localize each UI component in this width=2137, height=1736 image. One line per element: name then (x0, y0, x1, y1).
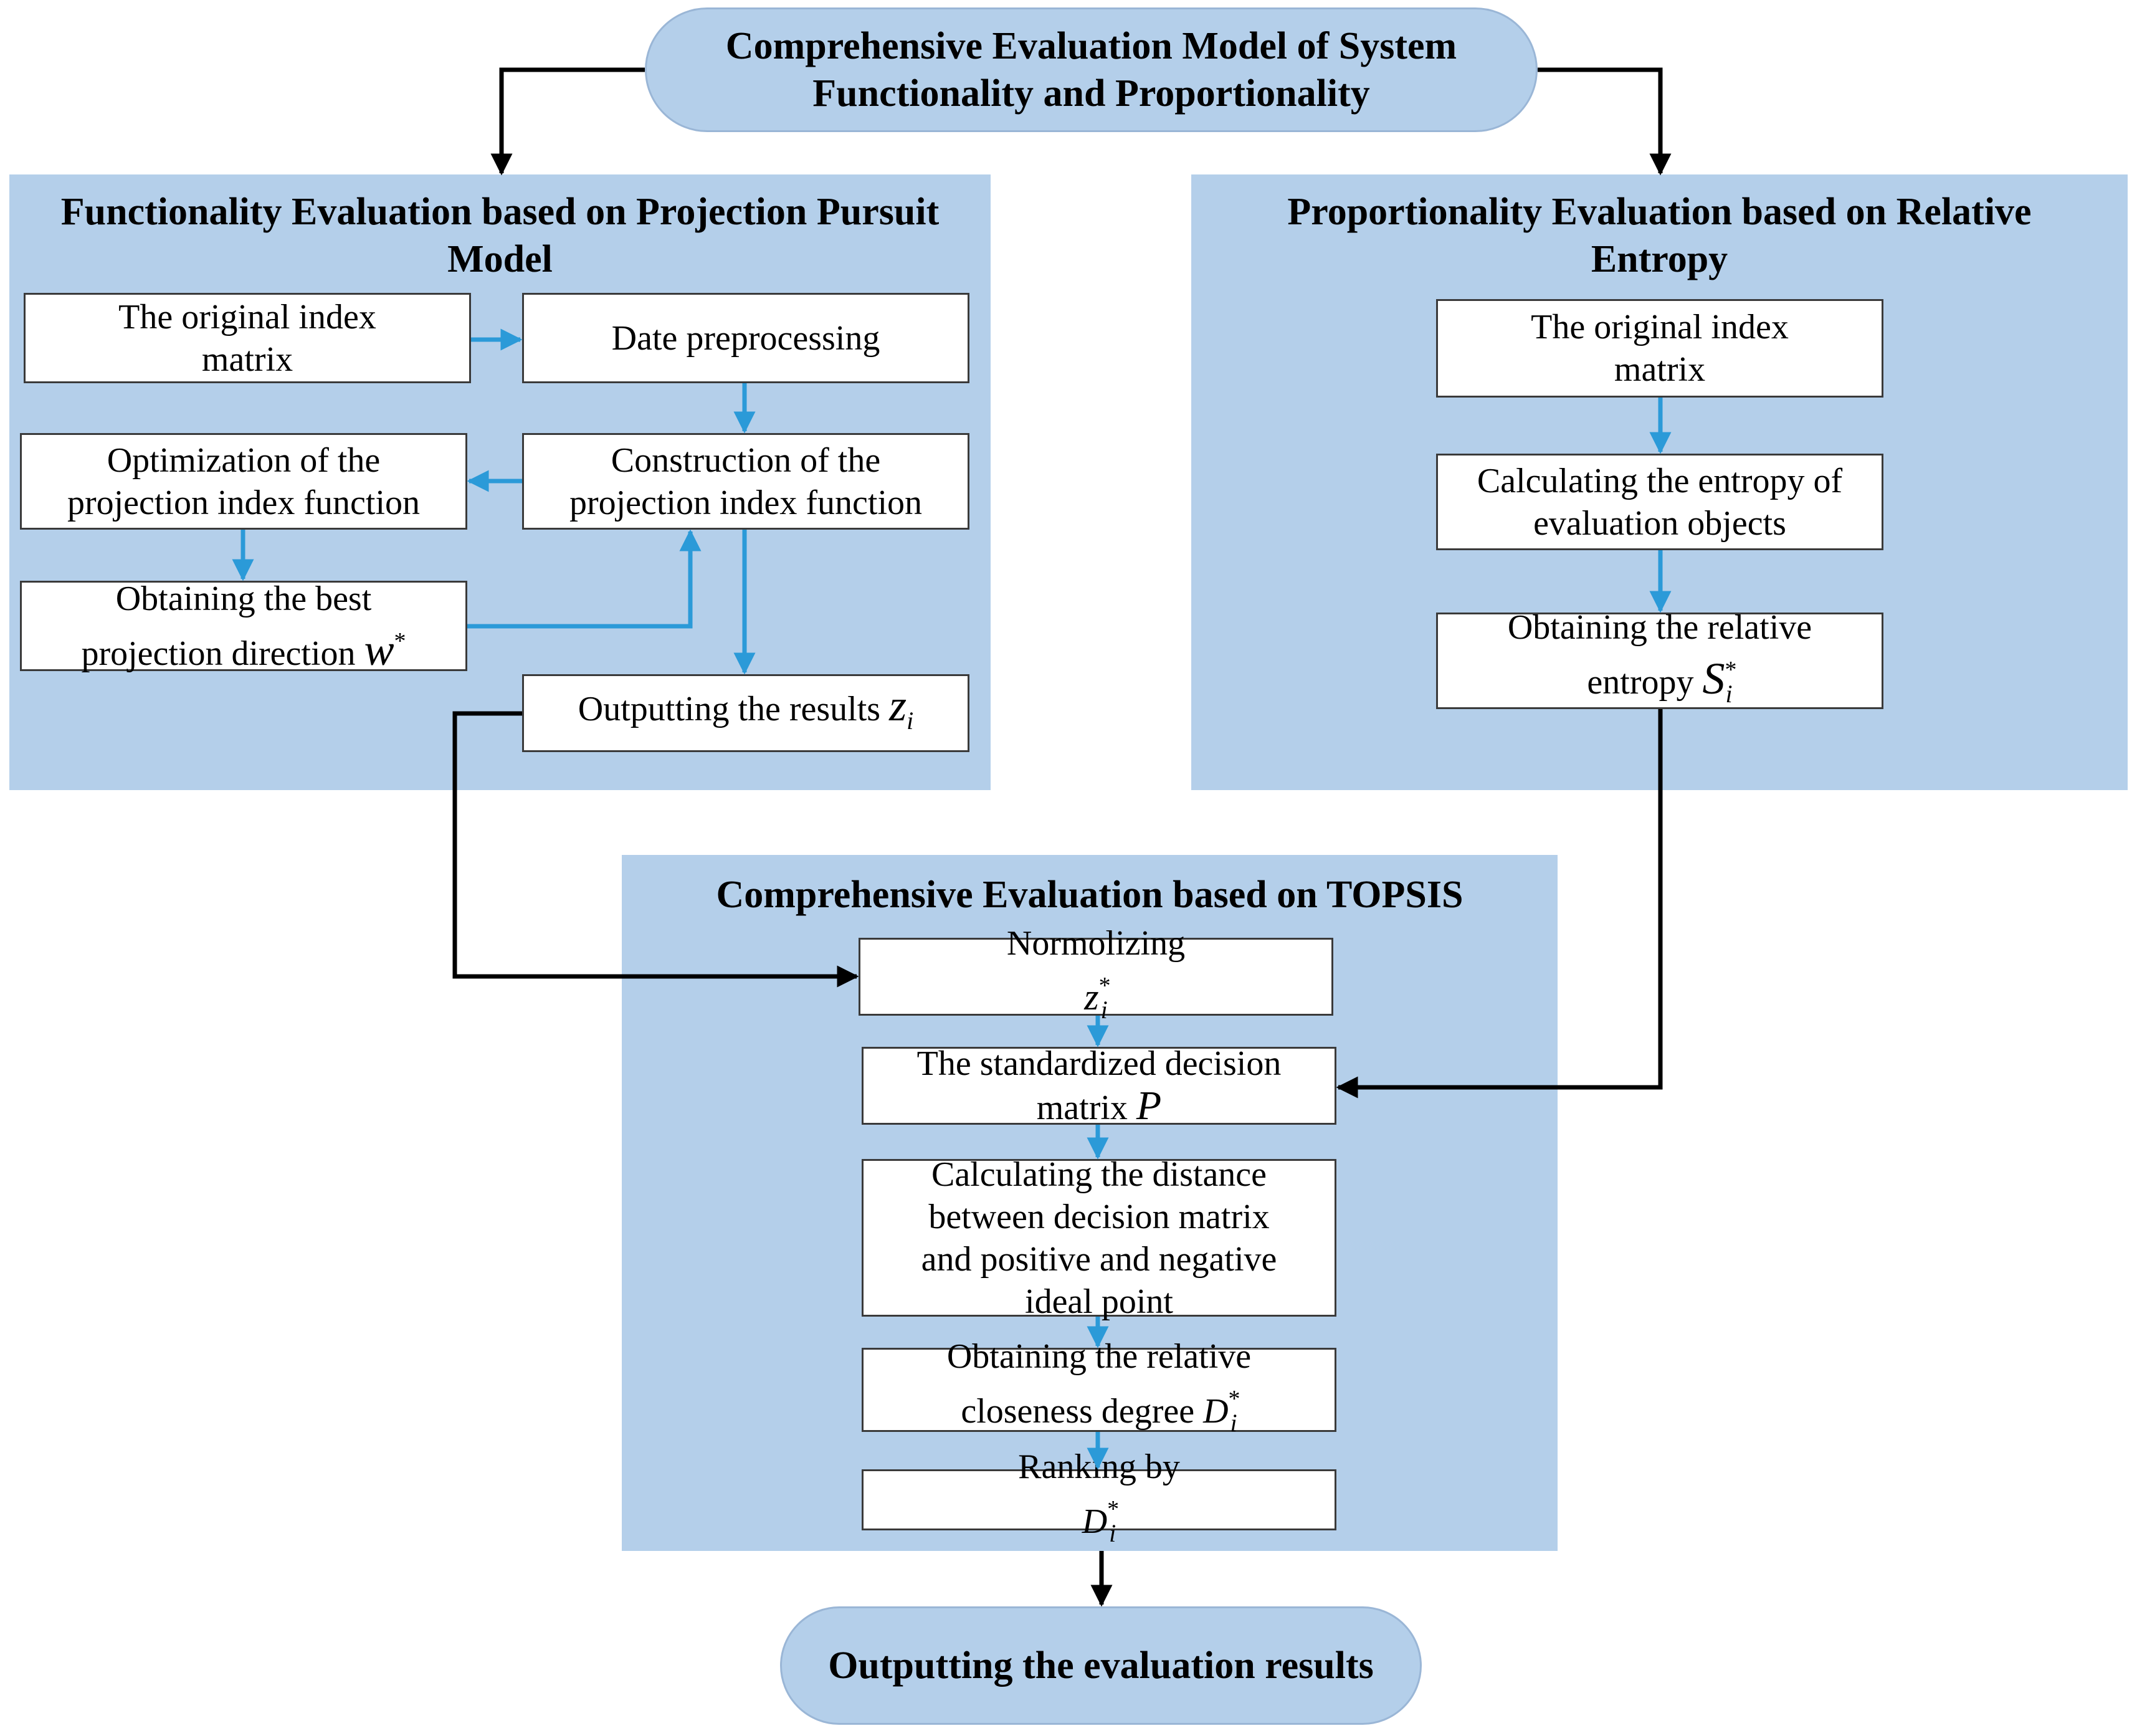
right-original-matrix-box: The original index matrix (1436, 299, 1883, 398)
relative-entropy-line2: entropy (1587, 663, 1694, 702)
decision-matrix-line1: The standardized decision (916, 1044, 1282, 1083)
best-direction-line1: Obtaining the best (115, 579, 372, 618)
d-subscript: i (1230, 1409, 1237, 1437)
topsis-panel-title: Comprehensive Evaluation based on TOPSIS (622, 871, 1558, 918)
left-original-matrix-line2: matrix (201, 340, 293, 379)
header-to-functionality-arrow (490, 67, 645, 176)
decision-matrix-line2: matrix (1036, 1089, 1128, 1127)
model-header-line1: Comprehensive Evaluation Model of System (725, 25, 1457, 67)
right-original-matrix-line1: The original index (1531, 308, 1789, 346)
evaluation-results-label: Outputting the evaluation results (828, 1644, 1374, 1687)
left-original-matrix-line1: The original index (118, 297, 376, 336)
best-direction-box: Obtaining the best projection direction … (20, 579, 467, 673)
optimization-line2: projection index function (67, 483, 421, 522)
distance-box: Calculating the distance between decisio… (862, 1155, 1336, 1321)
construction-line1: Construction of the (611, 441, 881, 480)
w-symbol: w (364, 624, 394, 675)
proportionality-title-line1: Proportionality Evaluation based on Rela… (1287, 191, 2032, 233)
entropy-to-decision-matrix-arrow (1336, 709, 1663, 1099)
results-to-normalizing-arrow (452, 711, 859, 988)
distance-line2: between decision matrix (928, 1197, 1270, 1236)
normalizing-box: Normolizing z*i (859, 924, 1333, 1024)
construction-box: Construction of the projection index fun… (522, 433, 969, 530)
z-star-superscript: * (1098, 973, 1111, 999)
closeness-box: Obtaining the relative closeness degree … (862, 1337, 1336, 1437)
best-direction-line2: projection direction (81, 634, 356, 673)
s-symbol: S (1702, 654, 1725, 703)
d-symbol: D (1203, 1392, 1229, 1431)
optimization-box: Optimization of the projection index fun… (20, 433, 467, 530)
normalizing-label: Normolizing (1006, 924, 1186, 963)
w-superscript: * (394, 627, 406, 654)
construction-line2: projection index function (569, 483, 923, 522)
best-direction-to-construction-arrow (467, 529, 702, 629)
functionality-title-line2: Model (447, 238, 553, 280)
s-subscript: i (1725, 680, 1733, 708)
z-star-subscript: i (1100, 996, 1108, 1024)
left-original-matrix-box: The original index matrix (24, 293, 471, 383)
distance-line1: Calculating the distance (931, 1155, 1267, 1194)
z-star-symbol: z (1084, 976, 1099, 1018)
s-superscript: * (1725, 657, 1737, 683)
topsis-title: Comprehensive Evaluation based on TOPSIS (716, 874, 1464, 916)
p-symbol: P (1136, 1083, 1162, 1128)
entropy-box: Calculating the entropy of evaluation ob… (1436, 454, 1883, 550)
preprocessing-label: Date preprocessing (611, 318, 880, 358)
optimization-line1: Optimization of the (107, 441, 381, 480)
distance-line4: ideal point (1025, 1282, 1173, 1321)
evaluation-results-output: Outputting the evaluation results (780, 1606, 1422, 1725)
ranking-d-superscript: * (1107, 1495, 1120, 1522)
right-original-matrix-line2: matrix (1614, 350, 1706, 389)
distance-line3: and positive and negative (921, 1239, 1277, 1279)
decision-matrix-box: The standardized decision matrix P (862, 1044, 1336, 1128)
relative-entropy-box: Obtaining the relative entropy S*i (1436, 608, 1883, 709)
model-header: Comprehensive Evaluation Model of System… (645, 7, 1538, 132)
model-header-line2: Functionality and Proportionality (812, 72, 1370, 115)
z-symbol: z (889, 680, 907, 730)
ranking-d-subscript: i (1109, 1519, 1116, 1547)
proportionality-title-line2: Entropy (1591, 238, 1728, 280)
output-results-label: Outputting the results (578, 690, 881, 728)
z-subscript: i (907, 707, 914, 735)
functionality-title-line1: Functionality Evaluation based on Projec… (60, 191, 940, 233)
output-results-box: Outputting the results zi (522, 674, 969, 752)
proportionality-panel-title: Proportionality Evaluation based on Rela… (1191, 188, 2128, 283)
header-to-proportionality-arrow (1538, 67, 1672, 176)
d-superscript: * (1228, 1386, 1240, 1412)
relative-entropy-line1: Obtaining the relative (1507, 608, 1812, 647)
ranking-d-symbol: D (1082, 1502, 1108, 1541)
functionality-panel-title: Functionality Evaluation based on Projec… (9, 188, 991, 283)
entropy-line1: Calculating the entropy of (1477, 461, 1843, 500)
preprocessing-box: Date preprocessing (522, 293, 969, 383)
entropy-line2: evaluation objects (1533, 503, 1786, 543)
ranking-box: Ranking by D*i (862, 1447, 1336, 1547)
closeness-line2: closeness degree (961, 1392, 1195, 1431)
